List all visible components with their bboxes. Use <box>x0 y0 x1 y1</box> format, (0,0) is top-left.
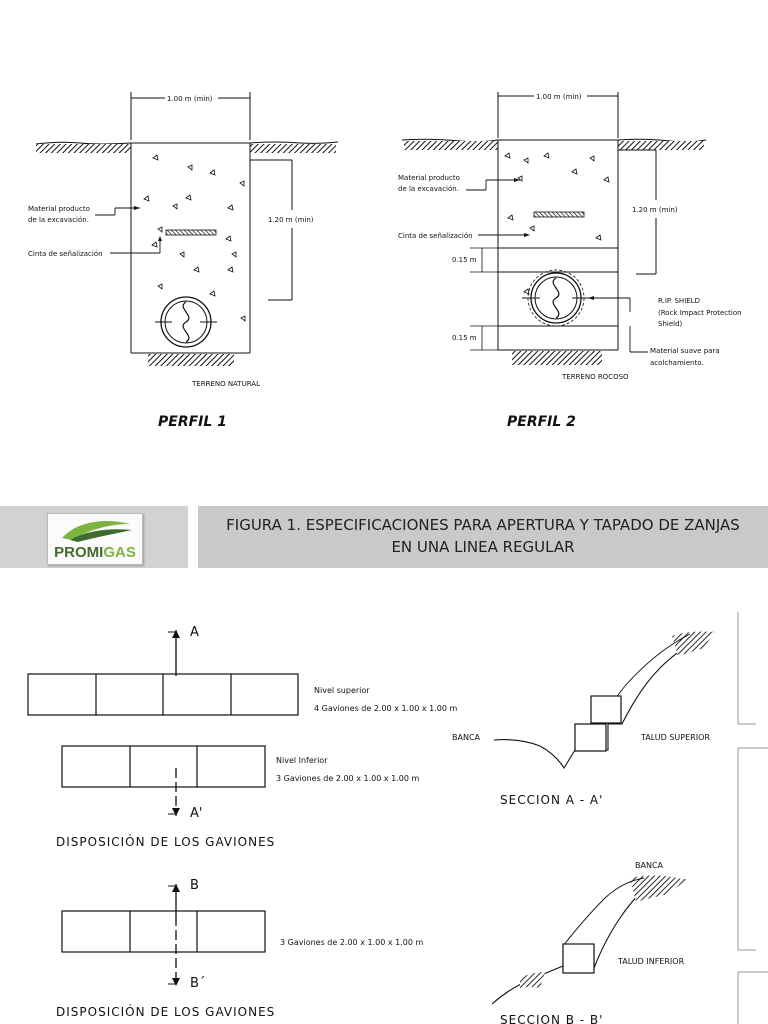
perfil-1-depth-dim: 1.20 m (min) <box>268 216 314 224</box>
section-marker-b-bottom: B´ <box>190 976 205 991</box>
gabion-layout-b: B 3 Gaviones de 2.00 x 1.00 x 1.00 m B´ … <box>56 878 423 1019</box>
gabion-layout-b-caption: DISPOSICIÓN DE LOS GAVIONES <box>56 1004 275 1019</box>
perfil-2-rip-label-2: (Rock Impact Protection <box>658 309 742 317</box>
perfil-2-depth-dim: 1.20 m (min) <box>632 206 678 214</box>
figure-title: FIGURA 1. ESPECIFICACIONES PARA APERTURA… <box>198 506 768 568</box>
section-marker-b-top: B <box>190 878 199 893</box>
perfil-1-material-label-2: de la excavación. <box>28 216 89 224</box>
section-b-drawing: BANCA TALUD INFERIOR SECCION B - B' <box>491 861 687 1024</box>
perfil-2-layer-bottom-dim: 0.15 m <box>452 334 477 342</box>
section-marker-a-bottom: A' <box>190 806 202 821</box>
perfil-1-width-dim: 1.00 m (min) <box>167 95 213 103</box>
margin-brackets <box>737 612 768 1024</box>
section-a-banca-label: BANCA <box>452 733 481 742</box>
figure-title-line-1: FIGURA 1. ESPECIFICACIONES PARA APERTURA… <box>226 516 740 534</box>
logo-wordmark-main: PROMI <box>54 544 104 561</box>
section-a-gabion-bottom <box>574 723 607 752</box>
gabion-layout-a: A Nivel superior 4 Gaviones de 2.00 x 1.… <box>27 625 457 849</box>
gabion-layout-a-caption: DISPOSICIÓN DE LOS GAVIONES <box>56 834 275 849</box>
nivel-superior-label: Nivel superior <box>314 686 370 695</box>
perfil-2-suave-label: Material suave para <box>650 347 720 355</box>
perfil-1-material-label: Material producto <box>28 205 90 213</box>
perfil-2-terreno-label: TERRENO ROCOSO <box>561 373 629 381</box>
section-a-drawing: BANCA TALUD SUPERIOR SECCION A - A' <box>452 631 715 807</box>
perfil-2-cinta-label: Cinta de señalización <box>398 232 473 240</box>
section-a-caption: SECCION A - A' <box>500 793 603 807</box>
perfil-2-title: PERFIL 2 <box>507 414 576 430</box>
promigas-logo: PROMIGAS <box>47 513 143 565</box>
logo-wordmark: PROMIGAS <box>48 544 142 561</box>
section-b-gabion <box>562 943 595 974</box>
nivel-inferior-label: Nivel Inferior <box>276 756 328 765</box>
trench-profiles: 1.00 m (min) 1.20 m (min) <box>28 92 742 430</box>
perfil-1-terreno-label: TERRENO NATURAL <box>191 380 260 388</box>
logo-panel: PROMIGAS <box>0 506 188 568</box>
perfil-2-drawing: 1.00 m (min) 0.15 m 0.15 m 1.20 m (min) <box>398 92 742 430</box>
figure-title-line-2: EN UNA LINEA REGULAR <box>391 538 575 556</box>
logo-wordmark-accent: GAS <box>103 544 136 561</box>
section-a-gabion-top <box>590 695 622 724</box>
gabion-b-desc: 3 Gaviones de 2.00 x 1.00 x 1.00 m <box>280 938 423 947</box>
perfil-1-cinta-label: Cinta de señalización <box>28 250 103 258</box>
perfil-2-layer-top-dim: 0.15 m <box>452 256 477 264</box>
section-b-talud-label: TALUD INFERIOR <box>617 957 685 966</box>
perfil-2-rip-label-3: Shield) <box>658 320 683 328</box>
section-b-caption: SECCION B - B' <box>500 1013 603 1024</box>
perfil-1-title: PERFIL 1 <box>158 414 227 430</box>
nivel-inferior-desc: 3 Gaviones de 2.00 x 1.00 x 1.00 m <box>276 774 419 783</box>
perfil-1-drawing: 1.00 m (min) 1.20 m (min) <box>28 92 339 430</box>
perfil-2-rip-label: R.IP. SHIELD <box>658 297 700 305</box>
gabion-lower-row <box>61 745 266 788</box>
gabion-drawings: A Nivel superior 4 Gaviones de 2.00 x 1.… <box>27 612 768 1024</box>
figure-banner: PROMIGAS FIGURA 1. ESPECIFICACIONES PARA… <box>0 506 768 568</box>
section-marker-a-top: A <box>190 625 199 640</box>
nivel-superior-desc: 4 Gaviones de 2.00 x 1.00 x 1.00 m <box>314 704 457 713</box>
perfil-2-material-label-2: de la excavación. <box>398 185 459 193</box>
section-a-talud-label: TALUD SUPERIOR <box>640 733 710 742</box>
section-b-banca-label: BANCA <box>635 861 664 870</box>
leaf-logo-icon <box>62 520 132 542</box>
perfil-2-material-label: Material producto <box>398 174 460 182</box>
perfil-2-width-dim: 1.00 m (min) <box>536 93 582 101</box>
perfil-2-suave-label-2: acolchamiento. <box>650 359 704 367</box>
gabion-row-b <box>61 910 266 953</box>
